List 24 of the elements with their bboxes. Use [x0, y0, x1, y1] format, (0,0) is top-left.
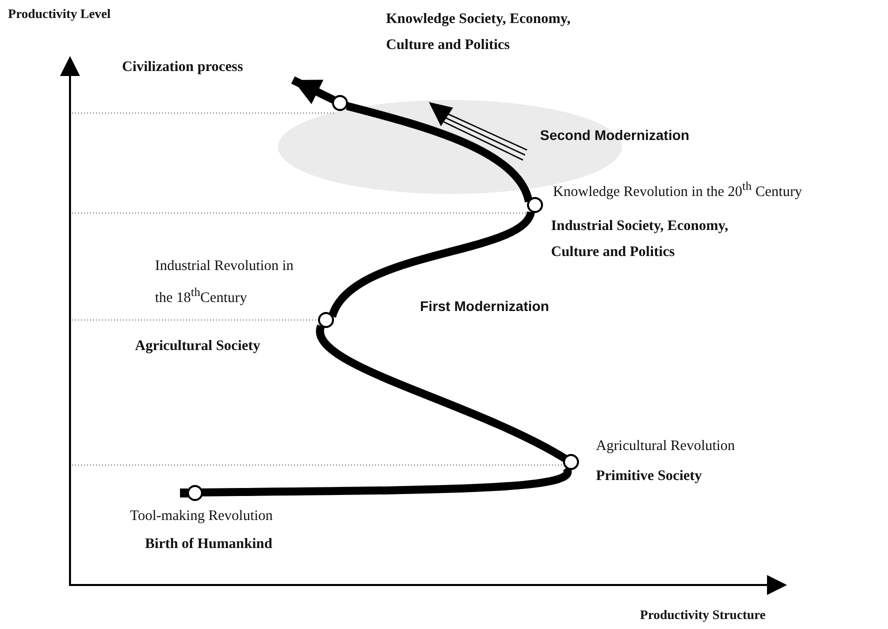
axis-title: Productivity Structure [640, 606, 766, 624]
phase-label: First Modernization [420, 297, 550, 316]
thick-curve [346, 102, 533, 203]
thick-curve [291, 76, 336, 104]
stage-label: Knowledge Society, Economy, Culture and Politics [386, 10, 572, 55]
milestone-circle [318, 312, 334, 328]
curve-label: Civilization process [122, 58, 243, 77]
milestone-circle [527, 197, 543, 213]
revolution-label: Agricultural Revolution [596, 437, 735, 456]
phase-label: Second Modernization [540, 126, 690, 145]
thick-curve [328, 210, 535, 318]
revolution-label: Industrial Revolution in the 18$^{th}$Century [155, 257, 295, 308]
stage-label: Birth of Humankind [145, 535, 272, 554]
stage-label: Agricultural Society [135, 337, 260, 356]
stage-label: Industrial Society, Economy, Culture and Politics [551, 217, 730, 262]
stage-label: Primitive Society [596, 467, 702, 486]
revolution-label: Knowledge Revolution in the 20$^{th}$ Century [553, 178, 802, 202]
thick-curve [202, 466, 571, 496]
revolution-label: Tool-making Revolution [130, 507, 273, 526]
milestone-circle [187, 485, 203, 501]
thick-curve [316, 326, 567, 462]
milestone-circle [332, 95, 348, 111]
milestone-circle [563, 454, 579, 470]
axis-title: Productivity Level [8, 5, 111, 23]
